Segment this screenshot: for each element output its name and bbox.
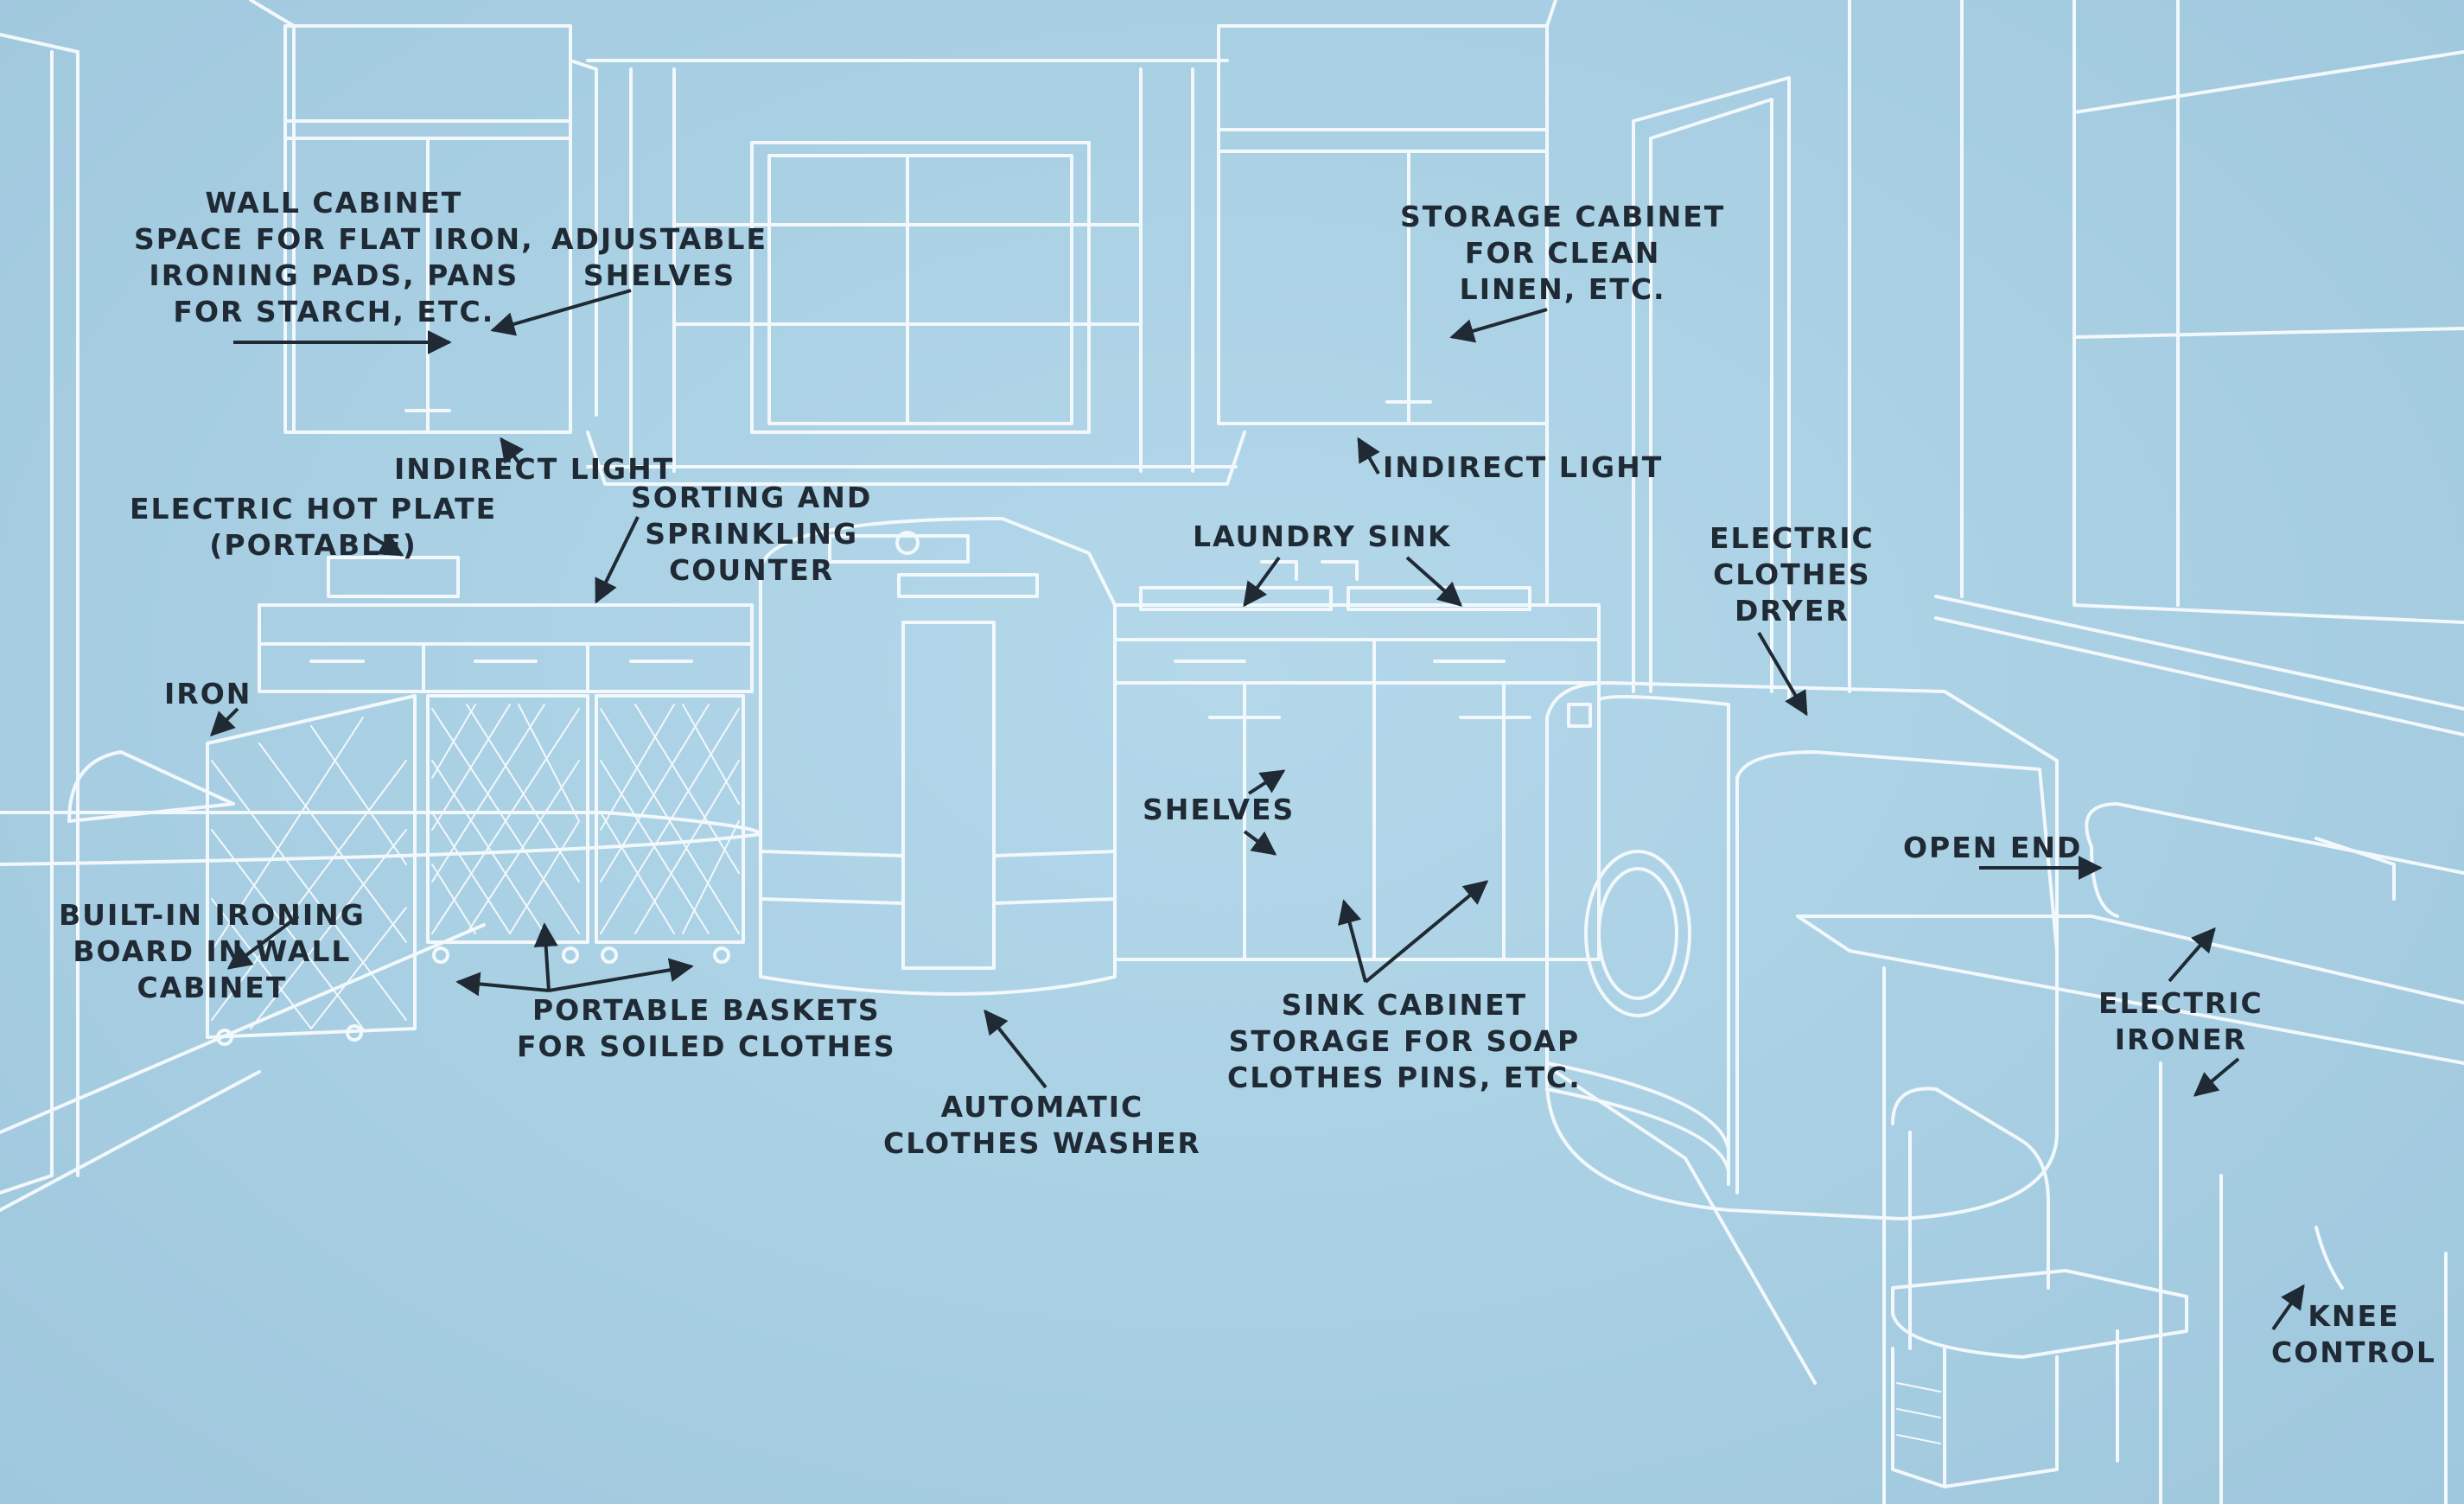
label-sorting-counter: SORTING AND SPRINKLING COUNTER — [631, 481, 873, 587]
arrow-sorting-counter — [595, 516, 640, 604]
arrow-knee-control — [2271, 1284, 2305, 1331]
label-shelves: SHELVES — [1143, 793, 1296, 826]
arrow-washer — [984, 1009, 1047, 1089]
arrow-hot-plate — [366, 532, 404, 557]
arrow-sink-cabinet-2 — [1364, 880, 1489, 984]
arrow-baskets-right — [548, 958, 694, 992]
arrow-adjustable-shelves — [490, 289, 632, 336]
leader-arrows — [210, 289, 2305, 1331]
label-built-in-ironing-board: BUILT-IN IRONING BOARD IN WALL CABINET — [59, 898, 366, 1004]
storage-cabinet-drawing — [1217, 24, 1549, 425]
door-drawing — [1632, 76, 1791, 702]
label-automatic-washer: AUTOMATIC CLOTHES WASHER — [883, 1090, 1201, 1160]
ironer-drawing — [1796, 802, 2464, 1504]
sink-cabinet-drawing — [1113, 560, 1601, 961]
arrow-baskets-left — [455, 972, 550, 997]
arrow-laundry-sink-2 — [1405, 556, 1463, 607]
ironing-board-drawing — [0, 750, 762, 1134]
arrow-storage-cabinet — [1449, 308, 1548, 343]
arrow-dryer — [1757, 631, 1808, 717]
label-electric-hot-plate: ELECTRIC HOT PLATE (PORTABLE) — [130, 492, 498, 562]
chair-drawing — [1891, 1087, 2188, 1488]
label-electric-clothes-dryer: ELECTRIC CLOTHES DRYER — [1710, 521, 1875, 628]
label-indirect-light-left: INDIRECT LIGHT — [394, 452, 675, 486]
label-knee-control: KNEE CONTROL — [2271, 1299, 2436, 1369]
label-storage-cabinet: STORAGE CABINET FOR CLEAN LINEN, ETC. — [1400, 200, 1726, 306]
arrow-ironer-up — [2168, 927, 2216, 983]
arrow-laundry-sink-1 — [1243, 556, 1281, 608]
arrow-ironer-down — [2193, 1057, 2240, 1097]
dryer-drawing — [1545, 681, 2059, 1220]
baskets-drawing — [206, 694, 745, 1046]
label-indirect-light-right: INDIRECT LIGHT — [1383, 450, 1664, 484]
label-adjustable-shelves: ADJUSTABLE SHELVES — [551, 222, 767, 292]
arrow-shelves-up — [1247, 769, 1286, 795]
side-window-drawing — [1934, 0, 2464, 736]
washer-drawing — [759, 517, 1117, 996]
label-laundry-sink: LAUNDRY SINK — [1193, 519, 1452, 553]
label-open-end: OPEN END — [1903, 831, 2083, 864]
label-portable-baskets: PORTABLE BASKETS FOR SOILED CLOTHES — [517, 993, 896, 1063]
label-sink-cabinet: SINK CABINET STORAGE FOR SOAP CLOTHES PI… — [1227, 988, 1582, 1094]
arrow-indirect-light-right — [1357, 437, 1380, 475]
arrow-indirect-light-left — [500, 437, 525, 464]
counter-drawing — [258, 556, 754, 693]
label-wall-cabinet: WALL CABINET SPACE FOR FLAT IRON, IRONIN… — [134, 186, 534, 328]
label-electric-ironer: ELECTRIC IRONER — [2098, 986, 2263, 1056]
arrow-iron — [210, 707, 239, 736]
arrow-baskets-mid — [533, 922, 558, 991]
label-iron: IRON — [164, 677, 252, 711]
arrow-ironing-board — [226, 915, 300, 970]
arrow-sink-cabinet-1 — [1338, 899, 1367, 983]
window-drawing — [586, 59, 1246, 486]
arrow-shelves-down — [1243, 830, 1277, 856]
